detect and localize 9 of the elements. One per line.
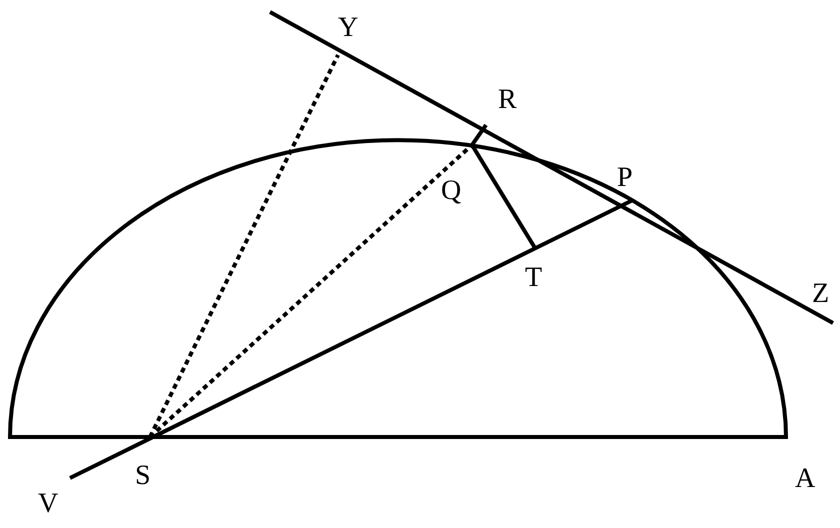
point-label: Q [441,177,462,205]
point-label: Y [338,14,358,42]
point-label: A [795,465,816,493]
point-label: P [617,164,633,192]
point-label: S [135,462,151,490]
point-label: V [38,490,58,518]
point-label: T [525,264,542,292]
point-label: Z [812,280,830,308]
point-label: R [498,86,517,114]
